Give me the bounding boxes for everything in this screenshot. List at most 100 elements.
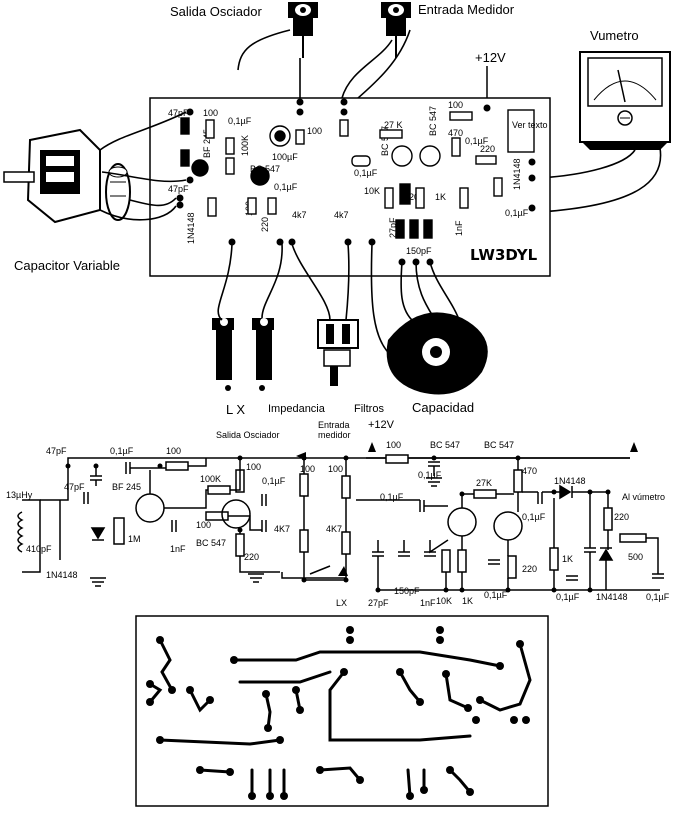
board-r100b-label: 100	[307, 126, 322, 136]
sch-r100d-label: 100	[300, 464, 315, 474]
sch-c01f-label: 0,1µF	[484, 590, 508, 600]
sch-c150p-label: 150pF	[394, 586, 420, 596]
board-r4k7a-label: 4k7	[292, 210, 307, 220]
output-jack	[288, 2, 318, 58]
sch-bc547c-label: BC 547	[196, 538, 226, 548]
sch-d1n4148b-label: 1N4148	[46, 570, 78, 580]
board-r27k-label: 27 K	[384, 120, 403, 130]
capacitance-switch	[386, 312, 488, 395]
sch-bc547b-label: BC 547	[484, 440, 514, 450]
sch-r470-label: 470	[522, 466, 537, 476]
board-c47b-label: 47pF	[168, 184, 189, 194]
variable-capacitor-label: Capacitor Variable	[14, 258, 120, 273]
sch-12v-label: +12V	[368, 419, 395, 431]
sch-bf245-label: BF 245	[112, 482, 141, 492]
sch-c47b-label: 47pF	[64, 482, 85, 492]
sch-r100f-label: 100	[196, 520, 211, 530]
meter-input-jack	[381, 2, 411, 58]
sch-c01a-label: 0,1µF	[110, 446, 134, 456]
board-c1n-label: 1nF	[454, 220, 464, 236]
board-r470-label: 470	[448, 128, 463, 138]
sch-c01c-label: 0,1µF	[418, 470, 442, 480]
board-r220a-label: 220	[480, 144, 495, 154]
board-d1n4148a-label: 1N4148	[512, 158, 522, 190]
board-bc547c-label: BC 547	[380, 126, 390, 156]
board-r220c-label: 220	[260, 217, 270, 232]
board-c01a-label: 0,1µF	[228, 116, 252, 126]
board-c27p-label: 27pF	[388, 217, 398, 238]
board-components	[180, 109, 535, 239]
output-label: Salida Osciador	[170, 4, 262, 19]
sch-r220a-label: 220	[614, 512, 629, 522]
board-c01e-label: 0,1µF	[505, 208, 529, 218]
sch-c01h-label: 0,1µF	[646, 592, 670, 602]
board-c47a-label: 47pF	[168, 108, 189, 118]
sch-r220c-label: 220	[522, 564, 537, 574]
sch-r100a-label: 100	[166, 446, 181, 456]
impedance-label: Impedancia	[268, 403, 326, 415]
board-c01c-label: 0,1µF	[354, 168, 378, 178]
schematic-arrows	[296, 442, 638, 576]
sch-c47a-label: 47pF	[46, 446, 67, 456]
pcb-layout	[135, 615, 549, 807]
board-r100c-label: 100	[448, 100, 463, 110]
sch-c01e-label: 0,1µF	[380, 492, 404, 502]
sch-r1kc-label: 1K	[562, 554, 573, 564]
sch-output-label: Salida Osciador	[216, 430, 280, 440]
board-r4k7b-label: 4k7	[334, 210, 349, 220]
vu-meter-label: Vumetro	[590, 28, 639, 43]
sch-meter-input-label: Entrada medidor	[318, 420, 352, 440]
supply-12v-label: +12V	[475, 50, 506, 65]
capacitance-label: Capacidad	[412, 400, 474, 415]
sch-vumetro-label: Al vúmetro	[622, 492, 665, 502]
sch-r27k-label: 27K	[476, 478, 492, 488]
vu-meter	[579, 51, 671, 150]
sch-r100k-label: 100K	[200, 474, 221, 484]
sch-c01d-label: 0,1µF	[522, 512, 546, 522]
board-c100u-label: 100µF	[272, 152, 298, 162]
sch-r4k7a-label: 4K7	[274, 524, 290, 534]
pcb-board	[149, 97, 551, 277]
sch-c1na-label: 1nF	[170, 544, 186, 554]
sch-c01b-label: 0,1µF	[262, 476, 286, 486]
board-c01b-label: 0,1µF	[274, 182, 298, 192]
board-bf245-label: BF 245	[202, 129, 212, 158]
sch-r100b-label: 100	[386, 440, 401, 450]
board-r100k-label: 100K	[240, 135, 250, 156]
board-r10k-label: 10K	[364, 186, 380, 196]
board-r1k-label: 1K	[435, 192, 446, 202]
sch-c01g-label: 0,1µF	[556, 592, 580, 602]
schematic-junctions	[65, 455, 611, 593]
board-bc547b-label: BC 547	[428, 106, 438, 136]
impedance-switch	[317, 319, 359, 386]
meter-input-label: Entrada Medidor	[418, 2, 515, 17]
sch-c410-label: 410pF	[26, 544, 52, 554]
sch-d1n4148a-label: 1N4148	[554, 476, 586, 486]
lx-jacks	[212, 318, 274, 391]
sch-r4k7b-label: 4K7	[326, 524, 342, 534]
sch-d1n4148c-label: 1N4148	[596, 592, 628, 602]
filters-label: Filtros	[354, 403, 384, 415]
sch-r1ka-label: 1K	[462, 596, 473, 606]
sch-l13-label: 13µHy	[6, 490, 33, 500]
sch-bc547a-label: BC 547	[430, 440, 460, 450]
sch-r1m-label: 1M	[128, 534, 141, 544]
board-c01d-label: 0,1µF	[465, 136, 489, 146]
sch-r500-label: 500	[628, 552, 643, 562]
sch-c1nb-label: 1nF	[420, 598, 436, 608]
sch-lx-label: LX	[336, 598, 347, 608]
board-ver-texto-label: Ver texto	[512, 120, 548, 130]
variable-capacitor	[3, 128, 131, 224]
lx-label: L X	[226, 402, 245, 417]
sch-c27p-label: 27pF	[368, 598, 389, 608]
sch-r10k-label: 10K	[436, 596, 452, 606]
sch-r100c-label: 100	[246, 462, 261, 472]
board-r220b-label: 220	[404, 192, 419, 202]
board-d1n4148b-label: 1N4148	[186, 212, 196, 244]
sch-r220b-label: 220	[244, 552, 259, 562]
brand-mark: LW3DYL	[470, 246, 538, 264]
board-c150p-label: 150pF	[406, 246, 432, 256]
sch-r100e-label: 100	[328, 464, 343, 474]
pcb-layout-pads	[146, 626, 530, 800]
